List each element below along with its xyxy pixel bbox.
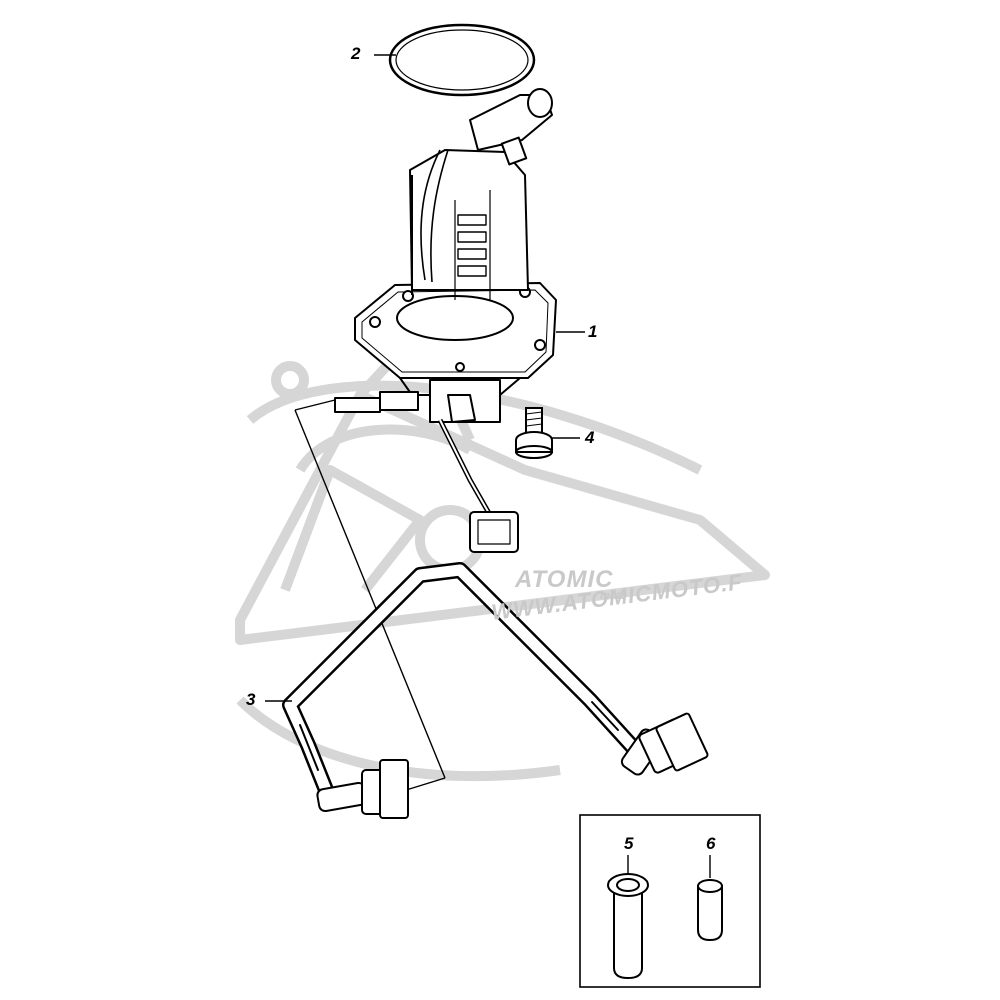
watermark-brand-sub: moto (600, 590, 627, 602)
inset-box (579, 814, 761, 988)
fuel-pump-assembly (334, 88, 557, 553)
hose-end-right (620, 712, 709, 776)
watermark-logo (235, 325, 770, 782)
watermark-brand: ATOMIC (515, 566, 614, 593)
hose-end-left (316, 759, 409, 819)
callout-4: 4 (585, 428, 595, 447)
callout-6: 6 (706, 834, 716, 853)
callout-5: 5 (624, 834, 634, 853)
callout-3: 3 (246, 690, 256, 709)
callout-1: 1 (588, 322, 598, 341)
filter-part-6 (697, 879, 723, 942)
o-ring (388, 23, 536, 97)
callout-2: 2 (351, 44, 361, 63)
bolt (515, 407, 553, 459)
fuel-hose (282, 562, 648, 808)
reference-lines (294, 399, 446, 796)
sleeve-part-5 (607, 873, 649, 980)
